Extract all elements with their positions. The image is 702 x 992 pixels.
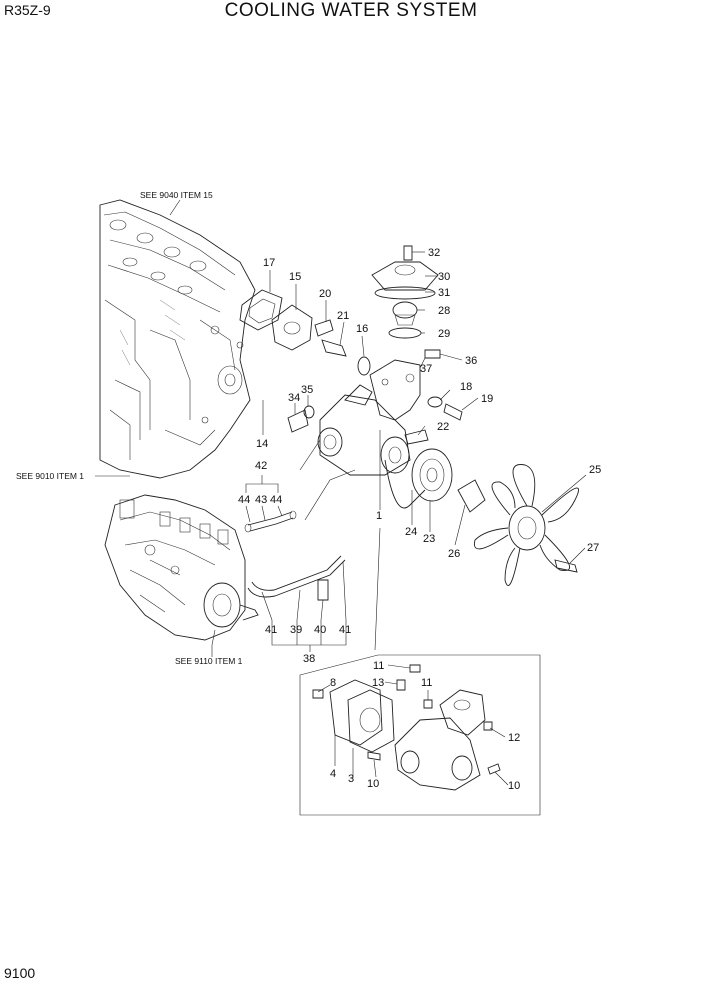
leader-lines (95, 199, 587, 786)
part-label-29: 29 (438, 328, 450, 340)
injection-pump-drawing (104, 494, 259, 641)
part-label-8: 8 (330, 677, 336, 689)
part-label-43: 43 (255, 494, 267, 506)
fan-pulley-drawing (384, 448, 579, 586)
water-pump-drawing (287, 349, 463, 476)
part-label-44-left: 44 (238, 494, 250, 506)
page-number: 9100 (4, 965, 36, 981)
part-label-10-left: 10 (367, 778, 379, 790)
part-label-22: 22 (437, 421, 449, 433)
part-label-41-right: 41 (339, 624, 351, 636)
part-label-36: 36 (465, 355, 477, 367)
part-label-20: 20 (319, 288, 331, 300)
part-label-28: 28 (438, 305, 450, 317)
part-label-17: 17 (263, 257, 275, 269)
part-label-18: 18 (460, 381, 472, 393)
part-label-41-left: 41 (265, 624, 277, 636)
part-label-12: 12 (508, 732, 520, 744)
part-label-37: 37 (420, 363, 432, 375)
part-label-10-right: 10 (508, 780, 520, 792)
inset-exploded-view (299, 654, 541, 816)
model-code: R35Z-9 (4, 2, 51, 18)
part-label-25: 25 (589, 464, 601, 476)
part-labels: 32 30 31 28 29 36 37 18 19 22 17 15 20 2… (238, 247, 601, 792)
part-label-24: 24 (405, 526, 417, 538)
part-label-26: 26 (448, 548, 460, 560)
part-label-21: 21 (337, 310, 349, 322)
part-label-3: 3 (348, 773, 354, 785)
hose-drawing (244, 439, 356, 601)
part-label-39: 39 (290, 624, 302, 636)
part-label-13: 13 (372, 677, 384, 689)
part-label-27: 27 (587, 542, 599, 554)
part-label-1: 1 (376, 510, 382, 522)
part-label-30: 30 (438, 271, 450, 283)
part-label-32: 32 (428, 247, 440, 259)
part-label-40: 40 (314, 624, 326, 636)
part-label-38: 38 (303, 653, 315, 665)
part-label-44-right: 44 (270, 494, 282, 506)
part-label-35: 35 (301, 384, 313, 396)
part-label-31: 31 (438, 287, 450, 299)
engine-block-drawing (99, 199, 256, 479)
part-label-42: 42 (255, 460, 267, 472)
part-label-11-right: 11 (421, 677, 432, 689)
part-label-11-top: 11 (373, 660, 384, 672)
thermostat-mount-drawing (239, 289, 371, 376)
ref-note-9010: SEE 9010 ITEM 1 (16, 471, 84, 481)
part-label-4: 4 (330, 768, 336, 780)
ref-note-9040: SEE 9040 ITEM 15 (140, 190, 213, 200)
ref-note-9110: SEE 9110 ITEM 1 (175, 656, 243, 666)
part-label-34: 34 (288, 392, 300, 404)
part-label-16: 16 (356, 323, 368, 335)
part-label-14: 14 (256, 438, 268, 450)
part-label-23: 23 (423, 533, 435, 545)
page-title: COOLING WATER SYSTEM (224, 0, 478, 21)
part-label-19: 19 (481, 393, 493, 405)
part-label-15: 15 (289, 271, 301, 283)
